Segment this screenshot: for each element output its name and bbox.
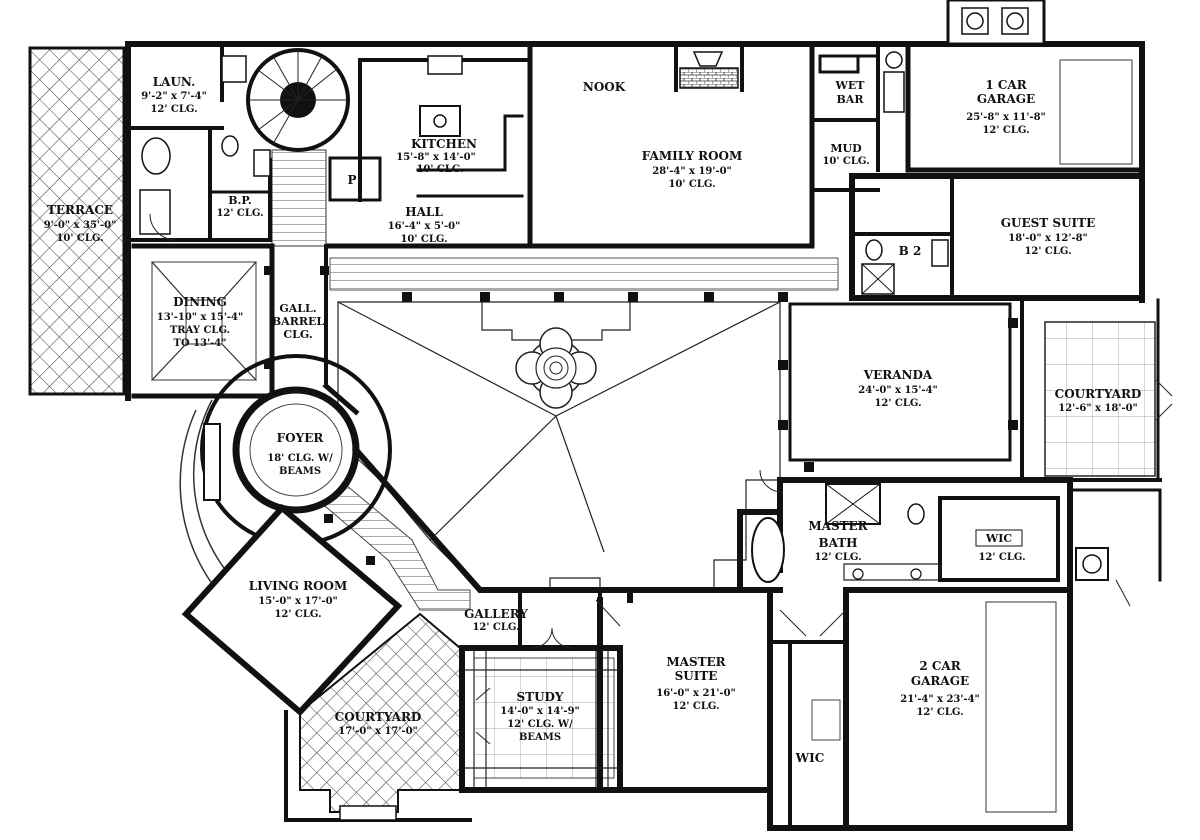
hall-dim-1: 16'-4" x 5'-0" — [388, 221, 461, 232]
mud-dim-1: 10' CLG. — [822, 156, 869, 167]
gall-dim-1: BARREL — [272, 315, 324, 328]
master-bath-name: MASTER — [808, 519, 868, 533]
walls — [125, 0, 1162, 831]
laundry-name: LAUN. — [153, 75, 196, 89]
family-room-name: FAMILY ROOM — [642, 149, 743, 163]
fireplace-hearth — [679, 67, 739, 89]
hall-stairs — [271, 149, 327, 247]
laundry-dim-2: 12' CLG. — [150, 104, 197, 115]
wic2-name: WIC — [795, 751, 825, 765]
kitchen-dim-2: 10' CLG. — [416, 164, 463, 175]
hall-name: HALL — [405, 205, 443, 219]
veranda-name: VERANDA — [863, 368, 933, 382]
study-dim-2: 12' CLG. W/ — [507, 719, 573, 730]
veranda-dim-2: 12' CLG. — [874, 398, 921, 409]
master-bath-dim-2: 12' CLG. — [814, 552, 861, 563]
living-room-name: LIVING ROOM — [249, 579, 348, 593]
courtyard-east-name: COURTYARD — [1055, 387, 1142, 401]
terrace-dim-1: 9'-0" x 35'-0" — [44, 220, 117, 231]
wetbar-name: WET — [835, 79, 866, 92]
dining-dim-3: TO 13'-4" — [174, 338, 227, 349]
nook-name: NOOK — [583, 80, 626, 94]
gallery-name: GALLERY — [464, 607, 528, 621]
veranda-dim-1: 24'-0" x 15'-4" — [858, 385, 938, 396]
guest-suite-name: GUEST SUITE — [1001, 216, 1095, 230]
study-dim-1: 14'-0" x 14'-9" — [500, 706, 580, 717]
guest-suite-dim-2: 12' CLG. — [1024, 246, 1071, 257]
courtyard-south-floor — [299, 612, 461, 813]
central-courtyard — [337, 301, 781, 591]
living-room-dim-1: 15'-0" x 17'-0" — [258, 596, 338, 607]
guest-suite-dim-1: 18'-0" x 12'-8" — [1008, 233, 1088, 244]
east-courtyard-tiles — [1044, 321, 1156, 477]
dining-dim-1: 13'-10" x 15'-4" — [157, 312, 243, 323]
pantry-name: P — [347, 173, 356, 187]
garage2-dim-1: GARAGE — [911, 674, 969, 688]
garage1-dim-1: GARAGE — [977, 92, 1035, 106]
dining-name: DINING — [173, 295, 227, 309]
room-labels: TERRACE 9'-0" x 35'-0" 10' CLG. LAUN. 9'… — [44, 75, 1142, 765]
master-bath-dim-1: BATH — [818, 536, 857, 550]
garage1-dim-3: 12' CLG. — [982, 125, 1029, 136]
gall-name: GALL. — [279, 302, 316, 315]
garage2-dim-2: 21'-4" x 23'-4" — [900, 694, 980, 705]
study-name: STUDY — [516, 690, 563, 704]
wic1-dim-1: 12' CLG. — [978, 552, 1025, 563]
garage2-dim-3: 12' CLG. — [916, 707, 963, 718]
hall-dim-2: 10' CLG. — [400, 234, 447, 245]
study-dim-3: BEAMS — [519, 732, 561, 743]
courtyard-south-dim-1: 17'-0" x 17'-0" — [338, 726, 418, 737]
mud-name: MUD — [830, 142, 862, 155]
terrace-dim-2: 10' CLG. — [56, 233, 103, 244]
b2-name: B 2 — [899, 244, 922, 258]
hatched-areas — [28, 46, 1156, 813]
foyer-dim-1: 18' CLG. W/ — [267, 453, 333, 464]
master-suite-name: MASTER — [666, 655, 726, 669]
wetbar-dim-1: BAR — [837, 93, 865, 106]
foyer-name: FOYER — [277, 431, 325, 445]
foyer-dim-2: BEAMS — [279, 466, 321, 477]
kitchen-name: KITCHEN — [411, 137, 477, 151]
laundry-dim-1: 9'-2" x 7'-4" — [141, 91, 207, 102]
kitchen-dim-1: 15'-8" x 14'-0" — [396, 152, 476, 163]
courtyard-east-dim-1: 12'-6" x 18'-0" — [1058, 403, 1138, 414]
gall-dim-2: CLG. — [283, 328, 312, 341]
terrace-name: TERRACE — [47, 203, 113, 217]
master-suite-dim-3: 12' CLG. — [672, 701, 719, 712]
master-suite-dim-2: 16'-0" x 21'-0" — [656, 688, 736, 699]
garage1-dim-2: 25'-8" x 11'-8" — [966, 112, 1046, 123]
dining-dim-2: TRAY CLG. — [170, 325, 230, 336]
courtyard-south-name: COURTYARD — [335, 710, 422, 724]
living-room-dim-2: 12' CLG. — [274, 609, 321, 620]
master-suite-dim-1: SUITE — [675, 669, 718, 683]
terrace-floor — [28, 46, 126, 396]
family-room-dim-1: 28'-4" x 19'-0" — [652, 166, 732, 177]
bp-name: B.P. — [228, 194, 251, 207]
door-swings — [149, 213, 1173, 745]
north-gallery-strip — [329, 257, 839, 291]
garage2-name: 2 CAR — [919, 659, 961, 673]
bp-dim-1: 12' CLG. — [216, 208, 263, 219]
family-room-dim-2: 10' CLG. — [668, 179, 715, 190]
gallery-dim-1: 12' CLG. — [472, 622, 519, 633]
wic1-name: WIC — [985, 532, 1012, 545]
foyer-steps — [317, 479, 471, 611]
study-tiles — [473, 657, 615, 779]
garage1-name: 1 CAR — [985, 78, 1027, 92]
